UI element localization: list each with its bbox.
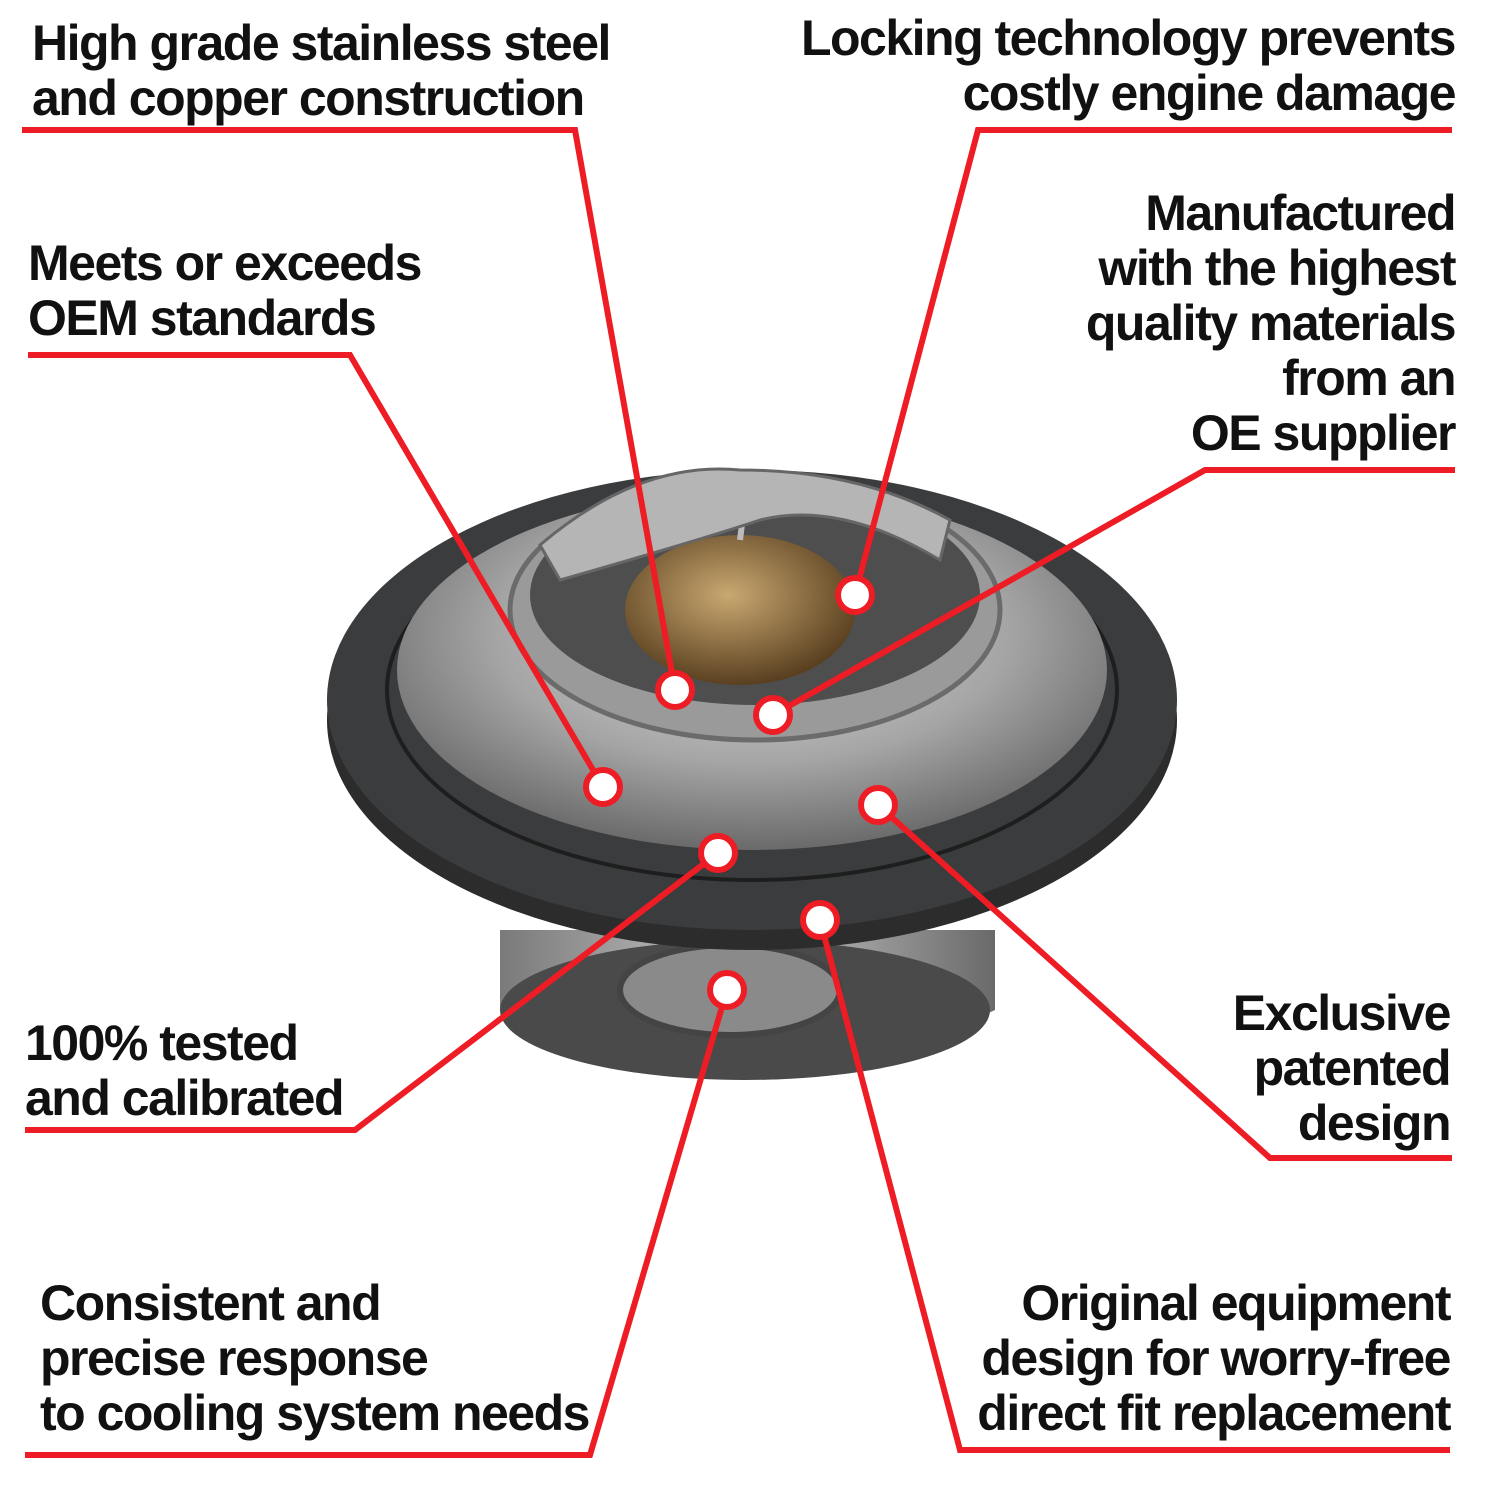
label-line: Original equipment xyxy=(1021,1275,1451,1331)
dot-locking xyxy=(835,575,875,615)
label-line: quality materials xyxy=(1086,295,1455,351)
label-line: OE supplier xyxy=(1191,405,1456,461)
label-line: design xyxy=(1298,1095,1450,1151)
callout-oem: Meets or exceeds OEM standards xyxy=(28,235,422,346)
label-line: 100% tested xyxy=(25,1015,298,1071)
label-line: Consistent and xyxy=(40,1275,380,1331)
dot-patented xyxy=(858,785,898,825)
leader-fit xyxy=(817,919,1450,1453)
label-line: Manufactured xyxy=(1145,185,1455,241)
callout-materials: Manufactured with the highest quality ma… xyxy=(1086,185,1458,461)
leader-patented xyxy=(875,802,1452,1161)
dot-tested xyxy=(698,833,738,873)
callout-response: Consistent and precise response to cooli… xyxy=(40,1275,590,1441)
label-line: Exclusive xyxy=(1233,985,1451,1041)
dot-oem xyxy=(583,767,623,807)
label-line: and copper construction xyxy=(32,70,584,126)
label-line: to cooling system needs xyxy=(40,1385,589,1441)
callout-patented: Exclusive patented design xyxy=(1233,985,1452,1151)
leader-locking xyxy=(852,127,1452,596)
callout-tested: 100% tested and calibrated xyxy=(25,1015,345,1126)
label-line: precise response xyxy=(40,1330,428,1386)
leader-tested xyxy=(25,850,720,1133)
dot-materials xyxy=(753,695,793,735)
label-line: High grade stainless steel xyxy=(32,15,610,71)
leader-response xyxy=(25,989,730,1458)
dot-steel xyxy=(655,670,695,710)
dot-fit xyxy=(800,900,840,940)
dot-response xyxy=(707,970,747,1010)
label-line: costly engine damage xyxy=(963,65,1456,121)
callout-dots xyxy=(583,575,898,1010)
label-line: OEM standards xyxy=(28,290,375,346)
leader-steel xyxy=(22,127,678,691)
callout-locking: Locking technology prevents costly engin… xyxy=(801,10,1457,121)
callout-steel: High grade stainless steel and copper co… xyxy=(32,15,611,126)
label-line: Locking technology prevents xyxy=(801,10,1455,66)
leader-lines xyxy=(22,127,1455,1458)
label-line: patented xyxy=(1254,1040,1450,1096)
label-line: design for worry-free xyxy=(981,1330,1450,1386)
label-line: Meets or exceeds xyxy=(28,235,421,291)
callout-fit: Original equipment design for worry-free… xyxy=(977,1275,1453,1441)
label-line: from an xyxy=(1282,350,1455,406)
leader-oem xyxy=(28,352,606,789)
leader-materials xyxy=(771,467,1455,718)
label-line: with the highest xyxy=(1097,240,1456,296)
label-line: direct fit replacement xyxy=(977,1385,1452,1441)
label-line: and calibrated xyxy=(25,1070,343,1126)
